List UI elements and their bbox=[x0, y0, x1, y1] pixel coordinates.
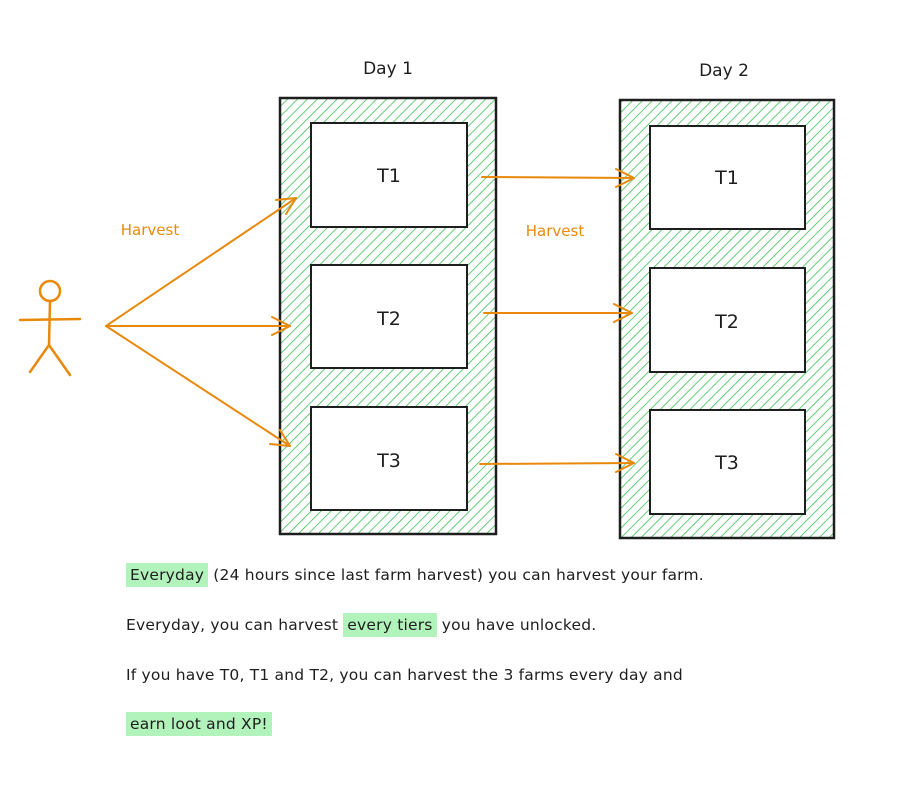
harvest-label-player: Harvest bbox=[121, 221, 180, 239]
stick-figure-icon bbox=[18, 279, 82, 377]
arrow-t3-day1-to-day2 bbox=[479, 462, 635, 465]
arrow-to-day1-t1 bbox=[105, 197, 297, 327]
tier-label: T1 bbox=[376, 165, 401, 187]
tier-label: T3 bbox=[376, 450, 401, 472]
tier-box-day2-t1: T1 bbox=[649, 125, 806, 230]
tier-label: T2 bbox=[714, 311, 739, 333]
tier-box-day1-t3: T3 bbox=[310, 406, 468, 511]
arrow-to-day1-t3 bbox=[105, 325, 291, 447]
tier-label: T1 bbox=[714, 167, 739, 189]
caption-text: Everyday, you can harvest bbox=[126, 616, 344, 634]
column-label-day-1: Day 1 bbox=[363, 59, 413, 79]
day-transfer-arrows bbox=[479, 168, 635, 473]
tier-box-day2-t2: T2 bbox=[649, 267, 806, 373]
caption-line-3: If you have T0, T1 and T2, you can harve… bbox=[126, 666, 683, 684]
tier-box-day1-t1: T1 bbox=[310, 122, 468, 228]
caption-line-1: Everyday (24 hours since last farm harve… bbox=[126, 563, 704, 587]
tier-box-day1-t2: T2 bbox=[310, 264, 468, 369]
harvest-label-between: Harvest bbox=[526, 222, 585, 240]
caption-text: (24 hours since last farm harvest) you c… bbox=[208, 566, 704, 584]
caption-line-2: Everyday, you can harvest every tiers yo… bbox=[126, 613, 597, 637]
caption-text: If you have T0, T1 and T2, you can harve… bbox=[126, 666, 683, 684]
caption-line-4: earn loot and XP! bbox=[126, 712, 272, 736]
farm-column-day-1: T1 T2 T3 bbox=[278, 96, 498, 536]
tier-box-day2-t3: T3 bbox=[649, 409, 806, 515]
player-harvest-arrows bbox=[105, 197, 297, 447]
highlight-earn-loot: earn loot and XP! bbox=[126, 712, 272, 736]
tier-label: T2 bbox=[376, 308, 401, 330]
caption-text: you have unlocked. bbox=[436, 616, 597, 634]
farm-column-day-2: T1 T2 T3 bbox=[618, 98, 836, 540]
tier-label: T3 bbox=[714, 452, 739, 474]
highlight-every-tiers: every tiers bbox=[343, 613, 437, 637]
column-label-day-2: Day 2 bbox=[699, 61, 749, 81]
highlight-everyday: Everyday bbox=[126, 563, 209, 587]
arrow-t1-day1-to-day2 bbox=[481, 176, 635, 179]
